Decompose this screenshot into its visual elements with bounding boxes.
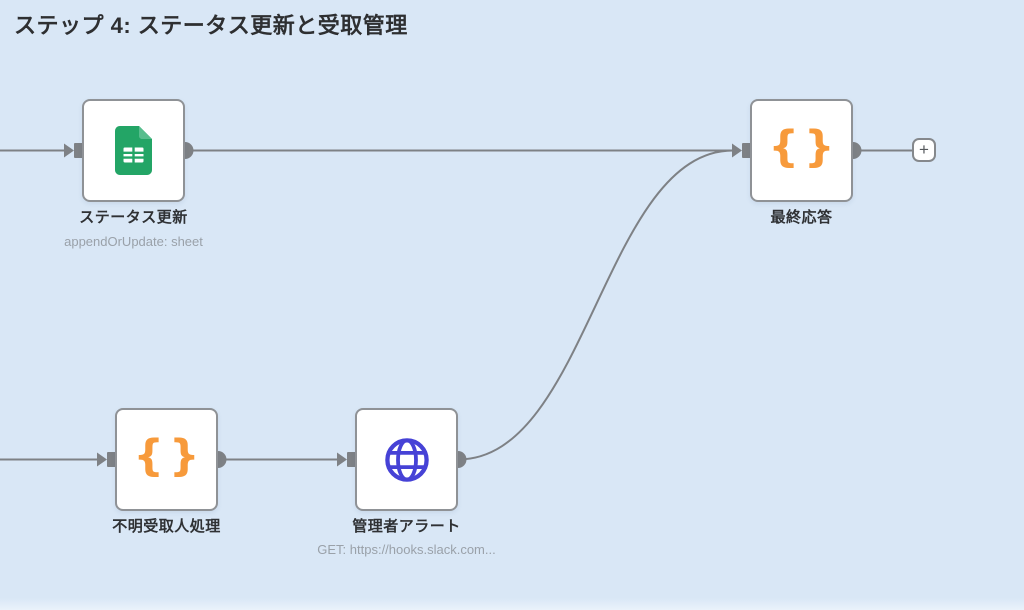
input-arrow-icon	[337, 452, 347, 467]
node-label-final-response: 最終応答	[770, 209, 833, 226]
node-status-update[interactable]	[82, 99, 185, 202]
code-braces-icon: {}	[768, 122, 840, 172]
node-label-unknown-recipient: 不明受取人処理	[112, 518, 221, 535]
connection-admin-to-final	[457, 149, 734, 461]
node-subtitle-admin-alert: GET: https://hooks.slack.com...	[317, 542, 496, 557]
code-braces-icon: {}	[133, 431, 205, 481]
node-label-admin-alert: 管理者アラート	[352, 518, 461, 535]
node-unknown-recipient[interactable]: {}	[115, 408, 218, 511]
canvas-bottom-edge	[0, 598, 1024, 610]
add-node-button[interactable]: +	[912, 138, 936, 162]
input-arrow-icon	[97, 452, 107, 467]
node-final-response[interactable]: {}	[750, 99, 853, 202]
input-arrow-icon	[64, 143, 74, 158]
node-label-status-update: ステータス更新	[79, 209, 188, 226]
globe-icon	[384, 437, 429, 482]
plus-icon: +	[919, 140, 929, 159]
node-subtitle-status-update: appendOrUpdate: sheet	[64, 234, 203, 249]
node-admin-alert[interactable]	[355, 408, 458, 511]
google-sheets-icon	[115, 126, 152, 175]
input-arrow-icon	[732, 143, 742, 158]
page-title: ステップ 4: ステータス更新と受取管理	[14, 13, 408, 38]
